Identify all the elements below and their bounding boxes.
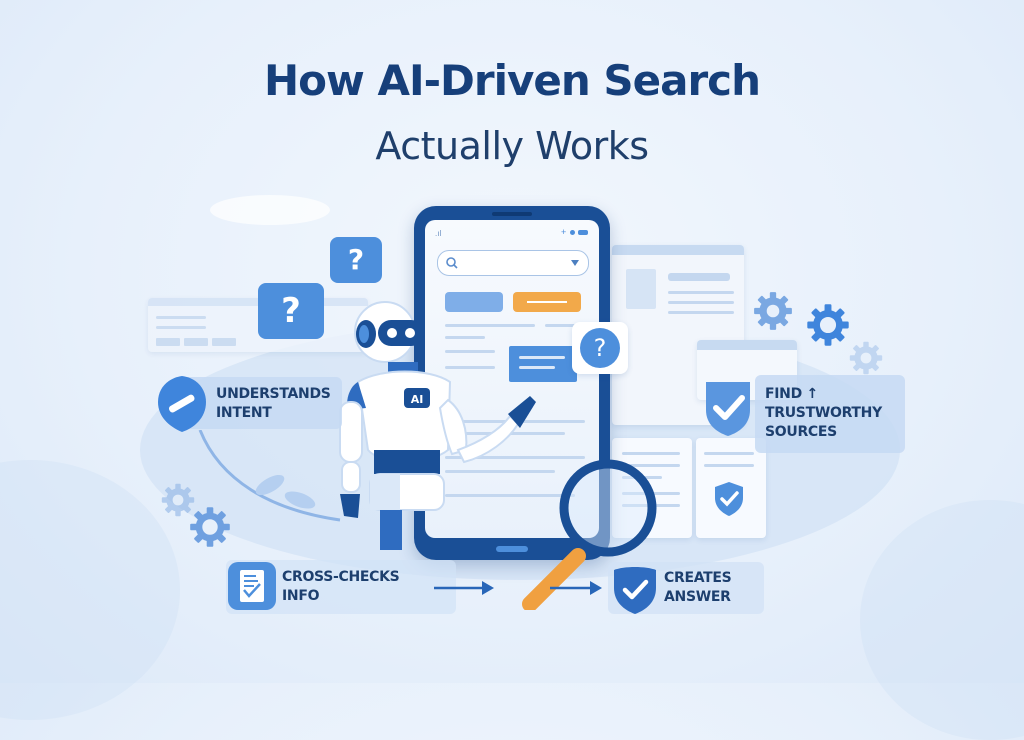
background-blob xyxy=(0,460,180,720)
shield-check-icon xyxy=(614,567,656,614)
step-label-line2: TRUSTWORTHY xyxy=(765,405,882,421)
text-line xyxy=(445,350,495,353)
phone-speaker xyxy=(492,212,532,216)
arrow-right-icon xyxy=(550,581,602,595)
status-icons: + xyxy=(561,227,589,237)
text-line xyxy=(445,470,555,473)
home-button[interactable] xyxy=(496,546,528,552)
signal-icon: .ıl xyxy=(435,229,442,238)
gear-icon xyxy=(754,292,792,330)
cloud xyxy=(210,195,330,225)
result-chip-highlighted[interactable] xyxy=(513,292,581,312)
gear-icon xyxy=(190,507,230,547)
shield-check-icon xyxy=(715,482,743,516)
arrow-right-icon xyxy=(434,581,494,595)
gear-icon xyxy=(849,341,883,375)
question-bubble: ? xyxy=(258,283,324,339)
page-subtitle: Actually Works xyxy=(375,124,649,168)
question-badge: ? xyxy=(572,322,628,374)
text-line xyxy=(445,456,585,459)
search-icon xyxy=(446,257,458,269)
step-label-line2: ANSWER xyxy=(664,589,731,605)
magnifying-glass-icon xyxy=(522,459,657,610)
step-label-line1: CREATES xyxy=(664,570,732,586)
text-line xyxy=(445,336,485,339)
dropdown-arrow-icon[interactable] xyxy=(570,259,580,267)
text-line xyxy=(445,324,535,327)
answer-card[interactable] xyxy=(509,346,577,382)
svg-text:AI: AI xyxy=(411,393,424,406)
question-mark-circle: ? xyxy=(580,328,620,368)
result-chip[interactable] xyxy=(445,292,503,312)
branch-decoration xyxy=(198,430,341,522)
step-find-trustworthy-sources: FIND ↑ TRUSTWORTHY SOURCES xyxy=(755,375,905,453)
text-line xyxy=(545,324,575,327)
step-label-line3: SOURCES xyxy=(765,424,837,440)
document-check-icon xyxy=(228,562,276,610)
gear-icon xyxy=(807,304,849,346)
step-label-line1: CROSS-CHECKS xyxy=(282,569,400,585)
ai-robot: AI xyxy=(339,301,536,550)
page-title: How AI-Driven Search xyxy=(264,56,761,105)
background-blob xyxy=(860,500,1024,740)
step-label-line2: INFO xyxy=(282,588,320,604)
text-line xyxy=(445,366,495,369)
gear-icon xyxy=(161,483,195,517)
shield-tag-icon xyxy=(158,376,206,432)
search-input[interactable] xyxy=(437,250,589,276)
step-label-line2: INTENT xyxy=(216,405,272,421)
step-label-line1: UNDERSTANDS xyxy=(216,386,331,402)
shield-check-icon xyxy=(706,382,750,436)
step-label-line1: FIND ↑ xyxy=(765,386,818,402)
background-document xyxy=(612,245,744,425)
question-bubble: ? xyxy=(330,237,382,283)
verified-document xyxy=(696,438,766,538)
text-line xyxy=(445,494,575,497)
